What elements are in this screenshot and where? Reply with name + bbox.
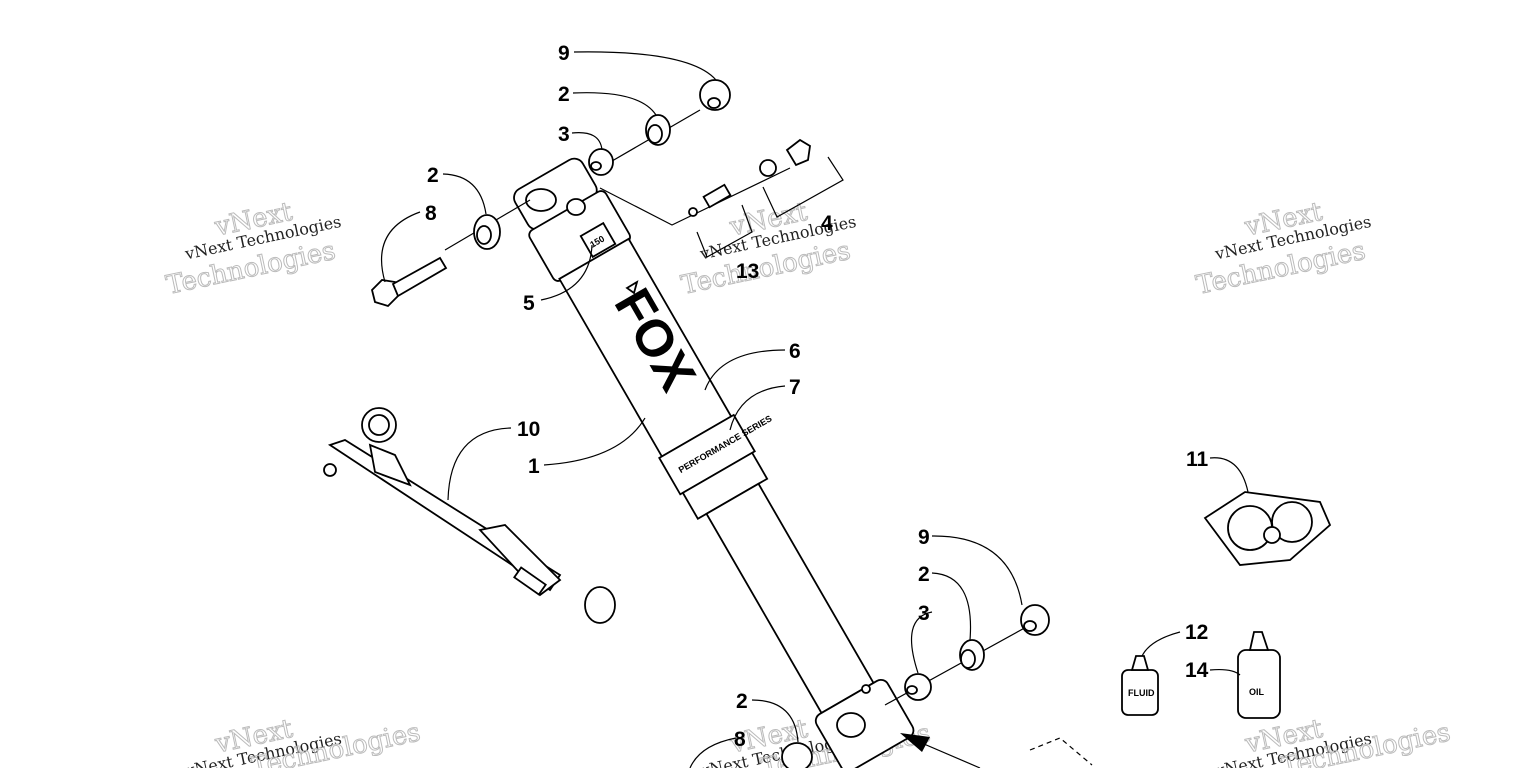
- callout-3-bottom: 3: [918, 602, 930, 625]
- leader-9-bottom: [931, 535, 1023, 606]
- leader-14: [1209, 668, 1241, 676]
- leader-2-top: [572, 92, 657, 116]
- callout-2-left: 2: [427, 164, 439, 187]
- callout-2-top: 2: [558, 83, 570, 106]
- arrow-head: [900, 733, 930, 752]
- oil-bottle: OIL: [1237, 631, 1281, 719]
- leader-8-bottom: [689, 737, 737, 768]
- eye-hole: [525, 188, 557, 212]
- bracket-4: [762, 156, 844, 218]
- seal-ring-1: [1227, 505, 1273, 551]
- callout-8-left: 8: [425, 202, 437, 225]
- o-ring-small: [688, 207, 698, 217]
- valve-port: [566, 198, 586, 216]
- gauge-face: [368, 414, 390, 436]
- nut-9-top-hole: [707, 97, 721, 109]
- fluid-label: FLUID: [1128, 688, 1155, 698]
- pump-gauge: [323, 407, 616, 624]
- nut-9-bottom: [1020, 604, 1050, 636]
- callout-10: 10: [517, 418, 540, 441]
- callout-8-bottom: 8: [734, 728, 746, 751]
- fluid-bottle-neck: [1130, 655, 1150, 671]
- oil-bottle-neck: [1248, 631, 1270, 651]
- callout-6: 6: [789, 340, 801, 363]
- leader-3-top: [571, 132, 603, 151]
- shaft: [705, 482, 875, 715]
- callout-9-top: 9: [558, 42, 570, 65]
- spacer-3-bottom-hole: [906, 685, 918, 695]
- callout-1: 1: [528, 455, 540, 478]
- pump-handle-grip: [478, 524, 562, 597]
- lower-fitting: [861, 684, 871, 694]
- pump-handle-end: [584, 586, 616, 624]
- bottom-hardware: [781, 604, 1093, 768]
- valve-axis: [599, 167, 791, 226]
- pump-nozzle: [513, 566, 547, 596]
- pump-fitting: [368, 443, 412, 487]
- bushing-2-bottom-hole: [960, 649, 976, 669]
- bushing-2-top-hole: [647, 124, 663, 144]
- valve-o-ring: [759, 159, 777, 177]
- callouts: 9 2 3 2 8 4 13 5 6 7 10 1 11 9 2 3 12 14…: [425, 42, 1209, 751]
- bolt-8-shank: [391, 256, 448, 298]
- bushing-2-left-hole: [476, 225, 492, 245]
- valve-stem: [702, 183, 732, 209]
- top-hardware: [371, 79, 731, 308]
- nut-9-bottom-hole: [1023, 620, 1037, 632]
- seal-ring-3: [1263, 526, 1281, 544]
- leader-8-left: [381, 211, 421, 283]
- watermark-center: vNext vNext Technologies Technologies: [678, 196, 858, 301]
- leader-5: [540, 244, 593, 301]
- valve-assembly: [599, 138, 844, 258]
- bushing-2-lower: [781, 742, 813, 768]
- callout-4: 4: [821, 212, 833, 235]
- valve-cap: [785, 138, 811, 167]
- leader-7: [729, 385, 786, 431]
- lower-eye-hole: [836, 712, 866, 738]
- callout-12: 12: [1185, 621, 1208, 644]
- oil-bottle-body: [1237, 649, 1281, 719]
- spacer-3-top-hole: [590, 161, 602, 171]
- leader-2-lower: [751, 699, 799, 743]
- leader-2-left: [442, 173, 487, 215]
- leader-2-bottom: [931, 572, 972, 641]
- pressure-tag-box: [579, 221, 617, 259]
- seal-kit: [1203, 491, 1332, 566]
- leader-lines: [381, 51, 1249, 768]
- callout-9-bottom: 9: [918, 526, 930, 549]
- leader-3-bottom: [911, 611, 933, 674]
- leader-12: [1141, 631, 1181, 657]
- watermark-bottom-left: vNext vNext Technologies Technologies: [183, 713, 424, 768]
- leader-9-top: [573, 51, 717, 81]
- callout-7: 7: [789, 376, 801, 399]
- oil-label: OIL: [1249, 687, 1265, 697]
- callout-14: 14: [1185, 659, 1209, 682]
- warning-icon: [625, 280, 639, 295]
- leader-10: [447, 427, 512, 501]
- bracket-13: [696, 204, 753, 258]
- pressure-tag: 150: [579, 221, 617, 259]
- leader-1: [543, 417, 646, 466]
- callout-13: 13: [736, 260, 759, 283]
- callout-2-lower: 2: [736, 690, 748, 713]
- fluid-bottle: FLUID: [1121, 655, 1159, 716]
- shock-absorber: FOX PERFORMANCE SERIES 150: [513, 157, 915, 768]
- frame-hint: [1029, 737, 1093, 766]
- watermark-right: vNext vNext Technologies Technologies: [1193, 196, 1373, 301]
- callout-3-top: 3: [558, 123, 570, 146]
- leader-11: [1209, 457, 1249, 493]
- leader-6: [704, 349, 786, 391]
- callout-2-bottom: 2: [918, 563, 930, 586]
- seal-ring-2: [1271, 501, 1313, 543]
- callout-5: 5: [523, 292, 535, 315]
- pump-chuck: [323, 463, 337, 477]
- callout-11: 11: [1186, 448, 1209, 471]
- watermark-left: vNext vNext Technologies Technologies: [163, 196, 343, 301]
